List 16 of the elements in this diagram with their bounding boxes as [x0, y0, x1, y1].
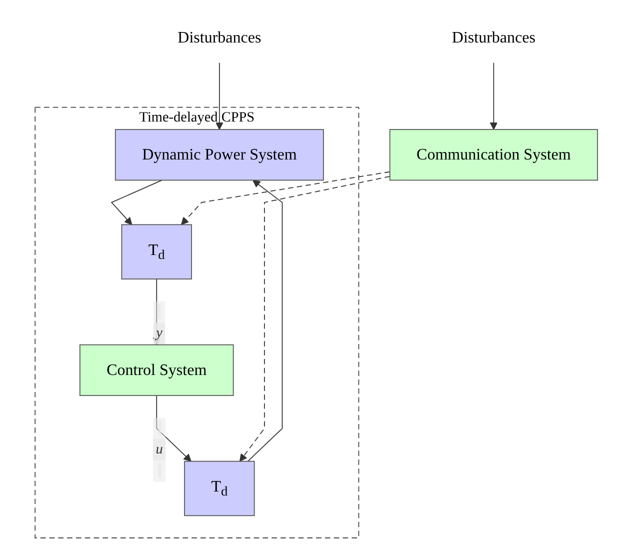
- node-box: Control System: [80, 344, 234, 396]
- node-box: T$_{d}$: [184, 460, 255, 516]
- arrow: [181, 170, 390, 225]
- node-box: T$_{d}$: [121, 224, 192, 279]
- arrow: [111, 179, 163, 225]
- node-text: Disturbances: [452, 28, 536, 46]
- arrow: [216, 62, 224, 130]
- node-box: Communication System: [390, 128, 598, 180]
- edge-label: y: [156, 324, 163, 340]
- node-box: Dynamic Power System: [115, 128, 324, 180]
- node-text: Disturbances: [178, 28, 262, 46]
- arrow: [248, 179, 283, 462]
- edge-label: u: [156, 441, 164, 456]
- arrow: [156, 394, 192, 462]
- arrow: [240, 175, 390, 462]
- arrow: [490, 62, 498, 130]
